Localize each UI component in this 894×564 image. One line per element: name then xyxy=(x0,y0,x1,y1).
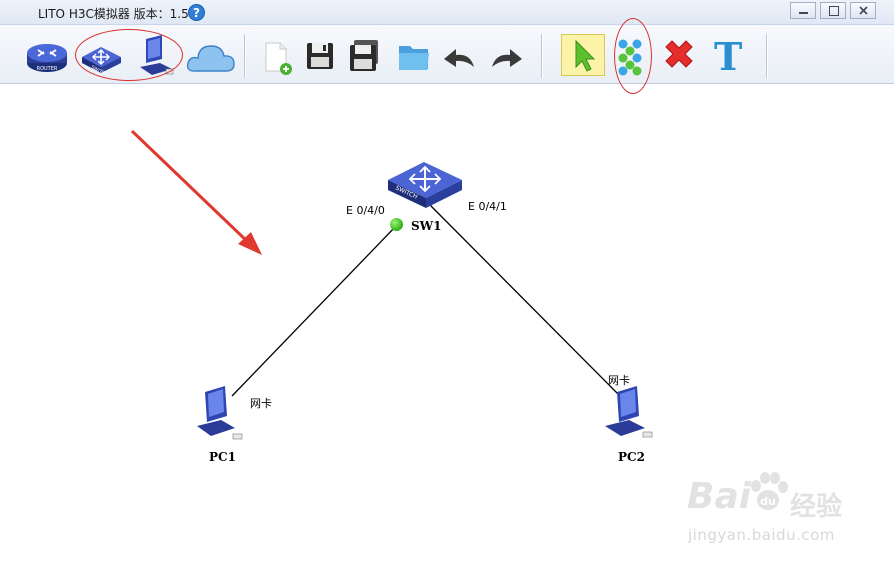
maximize-icon xyxy=(829,6,839,16)
link-sw1-pc1[interactable] xyxy=(231,223,399,397)
close-button[interactable] xyxy=(850,2,876,19)
maximize-button[interactable] xyxy=(820,2,846,19)
connect-tool-button[interactable] xyxy=(608,33,654,79)
link-sw1-pc2[interactable] xyxy=(429,204,623,399)
router-label: ROUTER xyxy=(37,66,58,72)
port-label-left: E 0/4/0 xyxy=(346,204,385,217)
toolbar-separator xyxy=(244,34,245,78)
close-icon xyxy=(859,6,868,15)
annotation-arrow xyxy=(130,129,262,255)
router-icon: ROUTER xyxy=(27,44,67,72)
window-controls xyxy=(790,2,894,20)
open-folder-button[interactable] xyxy=(392,33,438,79)
pc1-nic-label: 网卡 xyxy=(250,397,272,410)
undo-icon xyxy=(444,49,474,67)
pc-icon xyxy=(140,35,174,75)
pc-icon xyxy=(605,386,653,438)
pc1-name-label: PC1 xyxy=(209,450,236,464)
new-file-button[interactable] xyxy=(256,33,302,79)
title-bar: LITO H3C模拟器 版本：1.5.2 ? xyxy=(0,0,894,25)
new-file-icon xyxy=(265,42,292,75)
grid-dots-icon xyxy=(618,39,642,76)
undo-button[interactable] xyxy=(436,33,482,79)
save-as-button[interactable] xyxy=(342,33,388,79)
toolbar-separator xyxy=(541,34,542,78)
save-as-icon xyxy=(350,40,378,71)
toolbar-separator xyxy=(766,34,767,78)
router-tool-button[interactable]: ROUTER xyxy=(24,33,70,79)
help-icon[interactable]: ? xyxy=(188,4,205,21)
open-folder-icon xyxy=(399,46,429,70)
minimize-button[interactable] xyxy=(790,2,816,19)
save-button[interactable] xyxy=(298,33,344,79)
minimize-icon xyxy=(799,12,808,14)
switch-name-label: SW1 xyxy=(411,219,442,233)
pc2-device[interactable] xyxy=(603,384,659,442)
window-title: LITO H3C模拟器 版本：1.5.2 xyxy=(38,7,201,21)
switch-tool-button[interactable]: SWITCH xyxy=(78,33,124,79)
watermark-brand: Bai xyxy=(687,476,752,517)
watermark-cn: 经验 xyxy=(790,492,843,522)
paw-icon: du xyxy=(751,472,788,510)
text-icon: T xyxy=(714,34,743,79)
cloud-icon xyxy=(186,45,235,72)
switch-icon: SWITCH xyxy=(388,162,462,208)
pc2-name-label: PC2 xyxy=(618,450,645,464)
link-status-led xyxy=(390,218,403,231)
text-tool-button[interactable]: T xyxy=(706,33,752,79)
redo-icon xyxy=(492,49,522,67)
redo-button[interactable] xyxy=(484,33,530,79)
watermark-du: du xyxy=(760,495,776,508)
switch-sw1[interactable]: SWITCH xyxy=(386,156,464,208)
pc1-device[interactable] xyxy=(195,384,247,442)
cloud-tool-button[interactable] xyxy=(186,33,235,79)
watermark-url: jingyan.baidu.com xyxy=(688,526,835,544)
select-tool-button[interactable] xyxy=(561,34,605,76)
delete-button[interactable] xyxy=(656,33,702,79)
save-icon xyxy=(307,43,333,69)
select-cursor-icon xyxy=(575,39,596,72)
pc-tool-button[interactable] xyxy=(132,33,178,79)
pc2-nic-label: 网卡 xyxy=(608,374,630,387)
delete-icon xyxy=(665,40,693,68)
pc-icon xyxy=(197,386,243,440)
port-label-right: E 0/4/1 xyxy=(468,200,507,213)
switch-icon: SWITCH xyxy=(82,47,121,78)
